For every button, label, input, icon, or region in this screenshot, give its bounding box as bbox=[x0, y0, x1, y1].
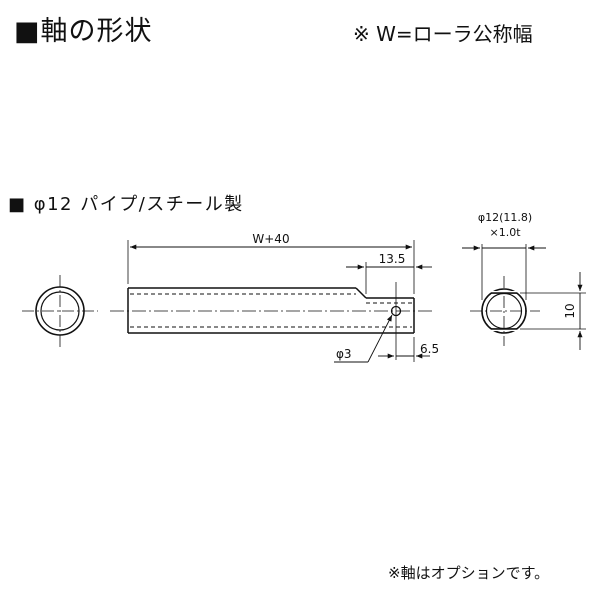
dimension-hole-offset: 6.5 bbox=[378, 337, 439, 362]
shaft-side-view bbox=[110, 282, 432, 360]
option-note: ※軸はオプションです。 bbox=[388, 564, 550, 582]
leader-hole-diameter: φ3 bbox=[334, 314, 393, 363]
dimension-total-length: W+40 bbox=[127, 232, 415, 294]
total-length-label: W+40 bbox=[252, 232, 289, 246]
hole-diameter-label: φ3 bbox=[336, 347, 352, 361]
cross-section-view: φ12(11.8) ×1.0t 10 bbox=[462, 211, 586, 350]
section-title: ■ φ12 パイプ/スチール製 bbox=[8, 194, 244, 215]
slot-length-label: 13.5 bbox=[379, 252, 406, 266]
page-title: ■軸の形状 bbox=[14, 16, 153, 47]
end-view-left bbox=[22, 275, 98, 348]
hole-offset-label: 6.5 bbox=[420, 342, 439, 356]
flat-width-label: 10 bbox=[563, 303, 577, 318]
section-thickness-label: ×1.0t bbox=[489, 226, 521, 239]
roller-width-note: ※ W=ローラ公称幅 bbox=[353, 22, 533, 46]
dimension-slot-length: 13.5 bbox=[346, 252, 432, 294]
section-diameter-label: φ12(11.8) bbox=[478, 211, 532, 224]
